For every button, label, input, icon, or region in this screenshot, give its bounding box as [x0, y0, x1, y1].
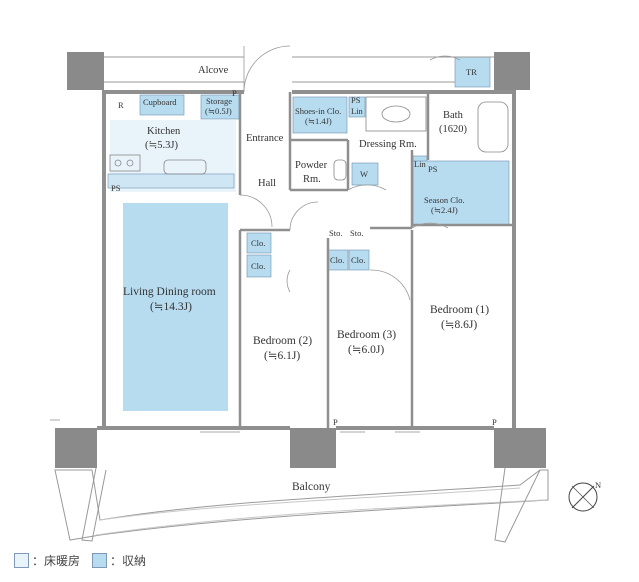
label-season: Season Clo.	[424, 195, 465, 205]
toilet	[333, 159, 347, 181]
label-bath: Bath	[443, 110, 464, 121]
label-clo-a: Clo.	[251, 238, 265, 248]
label-dressing: Dressing Rm.	[359, 139, 417, 150]
balcony-rails	[81, 467, 541, 543]
label-lin-top: Lin	[351, 106, 364, 116]
label-sto-a: Sto.	[329, 228, 342, 238]
interior-walls	[238, 92, 514, 428]
label-bed1-area: (≒8.6J)	[441, 319, 477, 331]
label-bed2-area: (≒6.1J)	[264, 350, 300, 362]
legend-storage-swatch	[92, 553, 108, 568]
label-alcove: Alcove	[198, 65, 229, 76]
bathtub	[477, 101, 509, 153]
label-north: N	[595, 480, 601, 490]
label-kitchen-area: (≒5.3J)	[145, 140, 179, 151]
label-kitchen: Kitchen	[147, 126, 181, 137]
label-cupboard: Cupboard	[143, 97, 177, 107]
label-clo-d: Clo.	[351, 255, 365, 265]
legend-heating-label: ：床暖房	[32, 554, 81, 568]
tr-area	[454, 56, 491, 88]
label-bed2: Bedroom (2)	[253, 335, 312, 347]
fixtures	[109, 96, 509, 181]
sink	[163, 159, 207, 175]
label-entrance: Entrance	[246, 133, 284, 144]
label-shoes-in-area: (≒1.4J)	[305, 116, 332, 126]
legend-heating-swatch	[14, 553, 29, 568]
heating-living	[123, 203, 228, 411]
legend-storage-label: ：収納	[110, 554, 147, 568]
season-area	[412, 160, 510, 226]
label-season-area: (≒2.4J)	[431, 205, 458, 215]
label-ps-kitchen: PS	[111, 183, 121, 193]
label-p-bottom-2: P	[492, 417, 497, 427]
legend: ：床暖房 ：収納	[14, 552, 146, 569]
label-clo-b: Clo.	[251, 261, 265, 271]
label-powder-1: Powder	[295, 160, 328, 171]
label-ps-right: PS	[428, 164, 438, 174]
label-ps-center: PS	[351, 95, 361, 105]
label-bed3-area: (≒6.0J)	[348, 344, 384, 356]
label-living-area: (≒14.3J)	[150, 301, 192, 313]
label-tr: TR	[466, 67, 477, 77]
clo-b-area	[246, 254, 272, 278]
clo-d-area	[348, 249, 370, 271]
cupboard-area	[139, 94, 185, 116]
label-hall: Hall	[258, 178, 276, 189]
label-w: W	[360, 169, 368, 179]
windows	[50, 419, 420, 433]
cooktop	[109, 154, 141, 172]
washbasin	[365, 96, 427, 132]
label-sto-b: Sto.	[350, 228, 363, 238]
label-p-bottom-1: P	[333, 417, 338, 427]
walls	[97, 90, 516, 430]
compass-icon	[568, 482, 598, 512]
label-r: R	[118, 100, 124, 110]
label-living: Living Dining room	[123, 286, 216, 298]
shoes-in-area	[292, 96, 348, 134]
doors	[239, 45, 461, 301]
label-bed1: Bedroom (1)	[430, 304, 489, 316]
clo-a-area	[246, 232, 272, 254]
kitchen-counter	[107, 173, 235, 189]
storage-areas	[107, 56, 510, 278]
lin-top-area	[348, 96, 366, 118]
label-clo-c: Clo.	[330, 255, 344, 265]
label-bath-size: (1620)	[439, 124, 467, 135]
label-bed3: Bedroom (3)	[337, 329, 396, 341]
label-shoes-in: Shoes-in Clo.	[295, 106, 341, 116]
alcove-outline	[104, 56, 494, 83]
label-balcony: Balcony	[292, 481, 331, 493]
label-powder-2: Rm.	[303, 174, 321, 185]
label-p-top: P	[232, 88, 237, 98]
balcony-deck	[54, 469, 549, 541]
label-storage-area: (≒0.5J)	[205, 106, 232, 116]
columns	[55, 52, 546, 468]
label-lin-mid: Lin	[414, 159, 427, 169]
label-storage: Storage	[206, 96, 232, 106]
